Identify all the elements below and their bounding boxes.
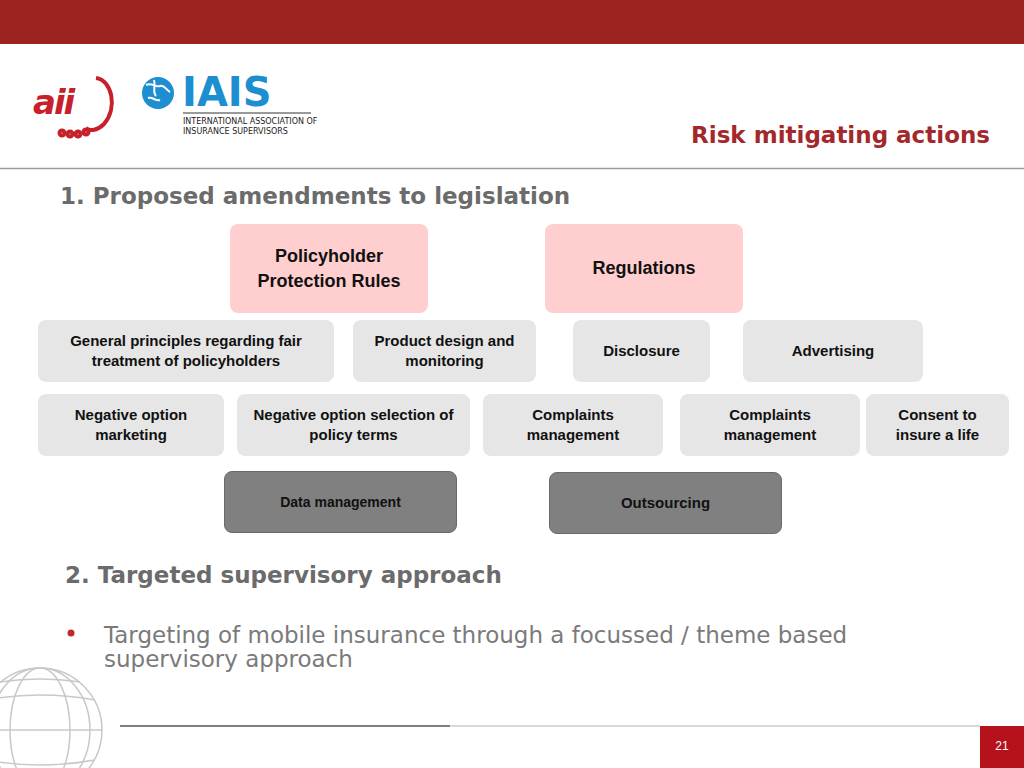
phone-dot	[60, 131, 65, 136]
box-label: Product design and monitoring	[361, 331, 528, 372]
box-label: Complaints management	[688, 405, 852, 446]
rules-box: Policyholder Protection Rules	[230, 224, 428, 313]
box-label: General principles regarding fair treatm…	[46, 331, 326, 372]
iais-globe	[142, 77, 174, 109]
topic-box: Negative option marketing	[38, 394, 224, 456]
box-label: Negative option marketing	[46, 405, 216, 446]
topic-box: Complaints management	[680, 394, 860, 456]
section-heading: 2. Targeted supervisory approach	[65, 563, 765, 588]
box-label: Policyholder Protection Rules	[238, 244, 420, 293]
box-label: Complaints management	[491, 405, 655, 446]
section-heading: 1. Proposed amendments to legislation	[60, 184, 760, 209]
globe-meridian	[10, 668, 70, 768]
globe-meridian	[0, 668, 90, 768]
globe-land	[146, 80, 170, 100]
bullet-dot	[68, 630, 75, 637]
slide-title: Risk mitigating actions	[691, 122, 990, 148]
iais-full-name: INTERNATIONAL ASSOCIATION OF INSURANCE S…	[183, 117, 323, 137]
phone-dot	[76, 132, 81, 137]
globe-parallel	[0, 679, 95, 765]
cross-cutting-box: Data management	[224, 471, 457, 533]
iais-logo-text: IAIS	[182, 70, 312, 114]
globe-disc	[142, 77, 174, 109]
page-number: 21	[980, 740, 1024, 753]
phone-dot	[68, 132, 73, 137]
topic-box: Negative option selection of policy term…	[237, 394, 470, 456]
header-rule	[0, 168, 1024, 170]
topic-box: Advertising	[743, 320, 923, 382]
globe-equator	[0, 729, 102, 731]
box-label: Advertising	[792, 341, 875, 361]
aii-logo-text: aii	[33, 84, 123, 121]
phone-dot	[84, 130, 89, 135]
bullet-text: Targeting of mobile insurance through a …	[104, 623, 904, 671]
phone-handset	[86, 78, 112, 130]
page-number-box	[980, 726, 1024, 768]
header-band	[0, 0, 1024, 44]
topic-box: General principles regarding fair treatm…	[38, 320, 334, 382]
corner-globe	[0, 668, 102, 768]
globe-outline	[0, 668, 102, 768]
topic-box: Complaints management	[483, 394, 663, 456]
topic-box: Disclosure	[573, 320, 710, 382]
box-label: Disclosure	[603, 341, 680, 361]
rules-box: Regulations	[545, 224, 743, 313]
box-label: Consent to insure a life	[874, 405, 1001, 446]
footer-rule	[120, 725, 450, 727]
topic-box: Consent to insure a life	[866, 394, 1009, 456]
footer-rule	[450, 725, 980, 727]
box-label: Negative option selection of policy term…	[245, 405, 462, 446]
box-label: Regulations	[592, 256, 695, 280]
topic-box: Product design and monitoring	[353, 320, 536, 382]
cross-cutting-box: Outsourcing	[549, 472, 782, 534]
box-label: Outsourcing	[621, 493, 710, 513]
box-label: Data management	[280, 493, 401, 512]
